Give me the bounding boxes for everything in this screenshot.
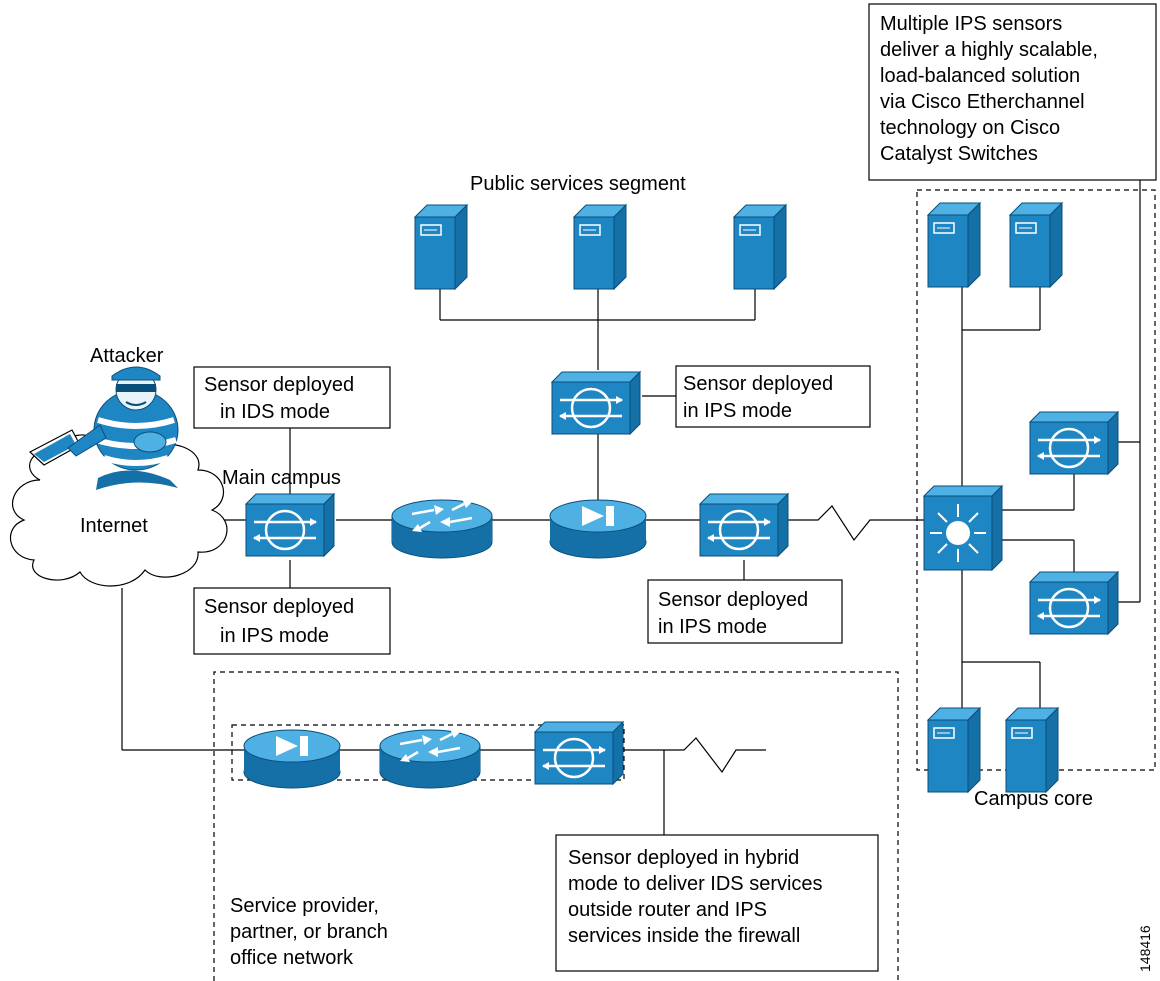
ips-sensor-callout-box bbox=[193, 587, 391, 655]
server-icon bbox=[1009, 202, 1063, 288]
ips-sensor-callout-center-bottom: Sensor deployed in IPS mode bbox=[658, 589, 814, 638]
etherchannel-note-box bbox=[868, 3, 1157, 181]
router-icon bbox=[378, 727, 482, 790]
ips-sensor-icon bbox=[698, 492, 790, 558]
server-icon bbox=[927, 202, 981, 288]
wan-link-main bbox=[788, 505, 924, 542]
internet-label: Internet bbox=[80, 515, 148, 537]
server-icon bbox=[733, 204, 787, 290]
ids-sensor-callout: Sensor deployed in IDS mode bbox=[204, 374, 360, 423]
router-icon bbox=[390, 497, 494, 560]
ips-sensor-icon bbox=[550, 370, 642, 436]
ids-sensor-callout-box bbox=[193, 366, 391, 429]
firewall-icon bbox=[243, 729, 341, 789]
campus-core-label: Campus core bbox=[974, 788, 1093, 810]
server-icon bbox=[1005, 707, 1059, 793]
figure-id: 148416 bbox=[1137, 925, 1153, 972]
attacker-label: Attacker bbox=[90, 345, 164, 367]
hybrid-sensor-callout-box bbox=[555, 834, 879, 972]
hybrid-sensor-callout: Sensor deployed in hybrid mode to delive… bbox=[568, 847, 828, 947]
ips-sensor-callout-left: Sensor deployed in IPS mode bbox=[204, 596, 360, 647]
branch-network-region bbox=[213, 671, 899, 981]
ips-sensor-callout-box bbox=[647, 579, 843, 644]
ips-sensor-icon bbox=[244, 492, 336, 558]
firewall-icon bbox=[549, 499, 647, 559]
server-icon bbox=[573, 204, 627, 290]
multilayer-switch-icon bbox=[922, 484, 1004, 572]
ips-sensor-icon bbox=[533, 720, 625, 786]
server-icon bbox=[927, 707, 981, 793]
service-provider-label: Service provider, partner, or branch off… bbox=[230, 895, 393, 969]
wan-link-branch bbox=[624, 737, 766, 774]
ips-sensor-icon bbox=[1028, 410, 1120, 476]
etherchannel-note: Multiple IPS sensors deliver a highly sc… bbox=[880, 13, 1103, 165]
public-services-label: Public services segment bbox=[470, 173, 686, 195]
server-icon bbox=[414, 204, 468, 290]
attacker-figure-icon bbox=[28, 366, 179, 490]
main-campus-label: Main campus bbox=[222, 467, 341, 489]
ips-sensor-callout-box bbox=[675, 365, 871, 428]
ips-sensor-callout-center-top: Sensor deployed in IPS mode bbox=[683, 373, 839, 422]
ips-sensor-icon bbox=[1028, 570, 1120, 636]
